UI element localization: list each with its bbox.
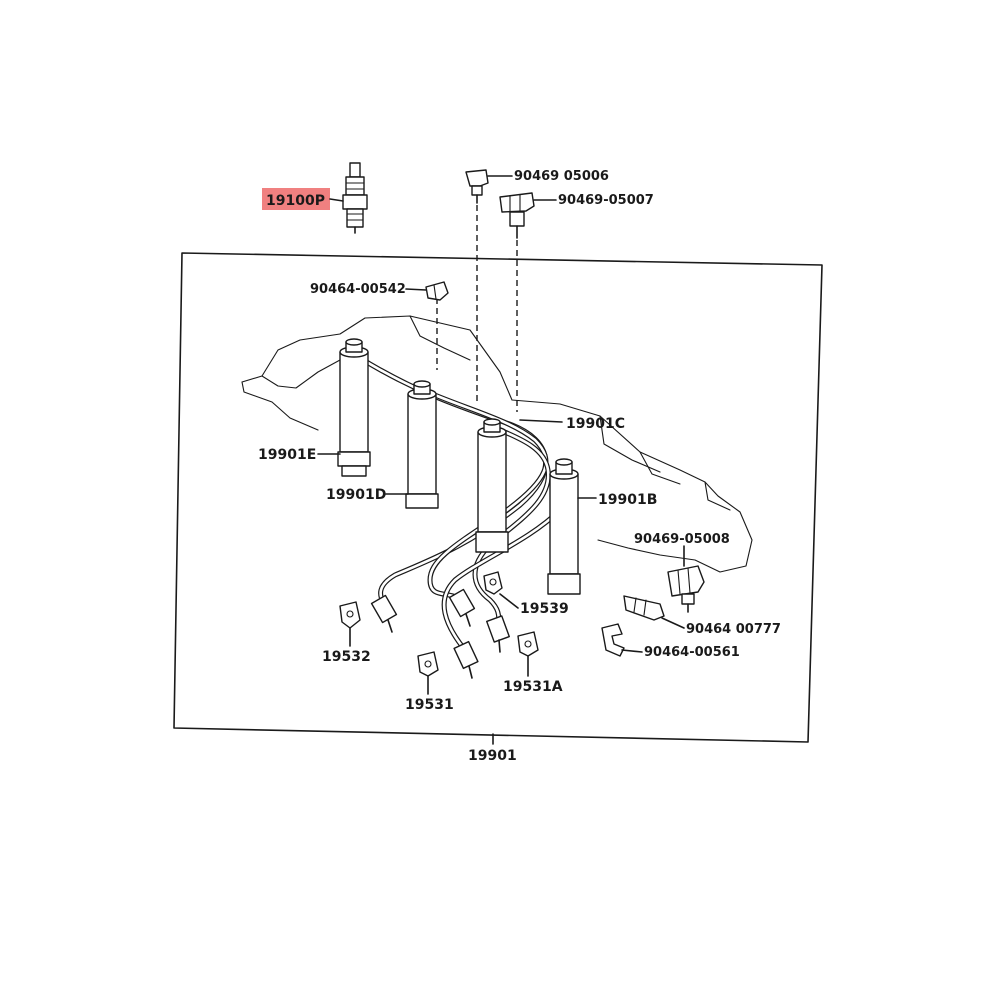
clamp-19531a[interactable] — [517, 631, 539, 657]
clamp-19539-label: 19539 — [520, 601, 569, 617]
spark-plug-label: 19100P — [266, 193, 325, 209]
clamp-19531-label: 19531 — [405, 697, 454, 713]
clamp-90464-00542[interactable] — [425, 281, 449, 301]
coil-terminal-2[interactable] — [448, 588, 476, 627]
cord-c-leader — [519, 419, 563, 423]
clamp-90464-00561[interactable] — [601, 623, 625, 657]
clamp-19531a-label: 19531A — [503, 679, 563, 695]
clamp-00561-leader — [621, 649, 643, 653]
spark-plug-label-highlight — [262, 188, 330, 210]
plug-boot-19901d[interactable] — [405, 380, 439, 509]
clamp-00777-label: 90464 00777 — [686, 622, 781, 637]
clamp-90469-05007[interactable] — [499, 192, 535, 239]
clamp-90469-05006[interactable] — [465, 169, 489, 204]
clamp-00542-label: 90464-00542 — [310, 282, 406, 297]
coil-terminal-3[interactable] — [486, 615, 510, 653]
clamp-05006-label: 90469 05006 — [514, 169, 609, 184]
cord-set-label: 19901 — [468, 748, 517, 764]
coil-terminal-1[interactable] — [370, 594, 398, 633]
clamp-90464-00777[interactable] — [623, 595, 665, 621]
clamp-00542-leader — [405, 288, 427, 291]
plug-boot-19901c[interactable] — [475, 418, 509, 553]
spark-plug[interactable] — [342, 162, 368, 234]
clamp-19531[interactable] — [417, 651, 439, 677]
cord-c-label: 19901C — [566, 416, 625, 432]
engine-head-outline — [241, 315, 753, 573]
clamp-05007-label: 90469-05007 — [558, 193, 654, 208]
clamp-00777-leader — [661, 617, 685, 629]
cord-d-label: 19901D — [326, 487, 386, 503]
clamp-90469-05008[interactable] — [667, 565, 705, 613]
plug-boot-19901b[interactable] — [547, 458, 581, 595]
clamp-19532-label: 19532 — [322, 649, 371, 665]
coil-terminal-4[interactable] — [453, 640, 479, 679]
cord-e-label: 19901E — [258, 447, 316, 463]
clamp-19532[interactable] — [339, 601, 361, 629]
clamp-00561-label: 90464-00561 — [644, 645, 740, 660]
cord-b-label: 19901B — [598, 492, 657, 508]
spark-plug-leader — [329, 198, 344, 202]
clamp-05008-label: 90469-05008 — [634, 532, 730, 547]
plug-boot-19901e[interactable] — [337, 338, 371, 477]
clamp-19539[interactable] — [483, 571, 503, 595]
clamp-19539-leader — [499, 593, 519, 609]
assembly-frame — [173, 252, 823, 743]
